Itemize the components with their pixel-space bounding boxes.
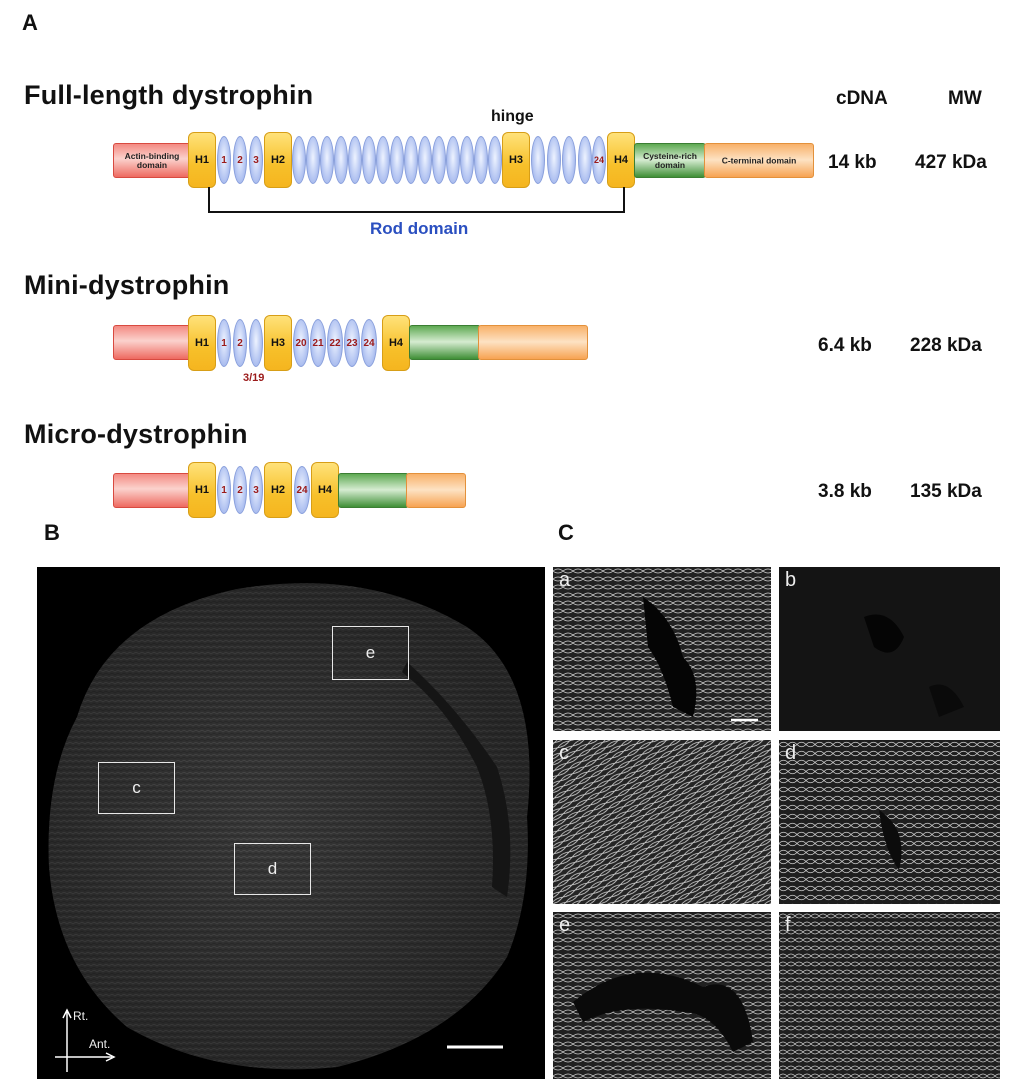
mini-repeat-23: 23 (344, 319, 360, 367)
mini-mw-value: 228 kDa (910, 335, 982, 356)
full-cdna-value: 14 kb (828, 152, 877, 173)
full-mw-value: 427 kDa (915, 152, 987, 173)
hinge-h4: H4 (607, 132, 635, 188)
micrograph-e-graphic (553, 912, 771, 1079)
micrograph-d: d (779, 740, 1000, 904)
mini-hinge-h4: H4 (382, 315, 410, 371)
micrograph-a-graphic (553, 567, 771, 731)
spectrin-repeat (531, 136, 545, 184)
micro-hinge-h4: H4 (311, 462, 339, 518)
spectrin-repeat (404, 136, 418, 184)
micro-c-terminal-domain (406, 473, 466, 508)
micro-hinge-h2: H2 (264, 462, 292, 518)
fused-repeat-label: 3/19 (243, 372, 265, 384)
spectrin-repeat (362, 136, 376, 184)
spectrin-repeat (418, 136, 432, 184)
full-length-title: Full-length dystrophin (24, 80, 314, 110)
spectrin-repeat-2: 2 (233, 136, 247, 184)
micrograph-f-graphic (779, 912, 1000, 1079)
axis-ant-label: Ant. (89, 1037, 111, 1051)
axis-rt-label: Rt. (73, 1009, 89, 1023)
micrograph-f: f (779, 912, 1000, 1079)
mini-hinge-h1: H1 (188, 315, 216, 371)
panel-b-label: B (44, 520, 60, 545)
mini-repeat-24: 24 (361, 319, 377, 367)
spectrin-repeat (334, 136, 348, 184)
spectrin-repeat (292, 136, 306, 184)
spectrin-repeat (376, 136, 390, 184)
mini-cdna-value: 6.4 kb (818, 335, 872, 356)
rod-domain-label: Rod domain (370, 219, 469, 238)
spectrin-repeat (562, 136, 576, 184)
actin-binding-domain: Actin-binding domain (113, 143, 191, 178)
spectrin-repeat (432, 136, 446, 184)
micrograph-b-label: b (785, 569, 797, 591)
spectrin-repeat (306, 136, 320, 184)
micro-actin-binding-domain (113, 473, 193, 508)
micro-repeat-2: 2 (233, 466, 247, 514)
micro-dystrophin-title: Micro-dystrophin (24, 419, 248, 449)
micrograph-a-label: a (559, 569, 571, 591)
micro-cdna-value: 3.8 kb (818, 481, 872, 502)
micro-mw-value: 135 kDa (910, 481, 982, 502)
hinge-h2: H2 (264, 132, 292, 188)
spectrin-repeat (474, 136, 488, 184)
panel-c-label: C (558, 520, 574, 545)
mini-repeat-22: 22 (327, 319, 343, 367)
spectrin-repeat-3: 3 (249, 136, 263, 184)
hinge-h3: H3 (502, 132, 530, 188)
micrograph-e-label: e (559, 914, 571, 936)
micro-repeat-3: 3 (249, 466, 263, 514)
micrograph-c-label: c (559, 742, 569, 764)
spectrin-repeat (460, 136, 474, 184)
mw-header: MW (948, 88, 982, 109)
micrograph-c-graphic (553, 740, 771, 904)
micro-cysteine-rich-domain (338, 473, 409, 508)
cysteine-rich-domain: Cysteine-rich domain (634, 143, 706, 178)
micro-hinge-h1: H1 (188, 462, 216, 518)
mini-repeat-2: 2 (233, 319, 247, 367)
spectrin-repeat (488, 136, 502, 184)
micrograph-b-graphic (864, 614, 964, 717)
spectrin-repeat (348, 136, 362, 184)
micrograph-e: e (553, 912, 771, 1079)
mini-hinge-h3: H3 (264, 315, 292, 371)
cdna-header: cDNA (836, 88, 888, 109)
roi-d[interactable]: d (234, 843, 311, 895)
spectrin-repeat-1: 1 (217, 136, 231, 184)
micrograph-b: b (779, 567, 1000, 731)
micrograph-a: a (553, 567, 771, 731)
c-terminal-domain: C-terminal domain (704, 143, 814, 178)
heart-section-image: Rt. Ant. c d e (37, 567, 545, 1079)
mini-actin-binding-domain (113, 325, 193, 360)
spectrin-repeat (446, 136, 460, 184)
mini-repeat-21: 21 (310, 319, 326, 367)
mini-repeat-20: 20 (293, 319, 309, 367)
roi-c[interactable]: c (98, 762, 175, 814)
mini-repeat-1: 1 (217, 319, 231, 367)
heart-section-graphic (48, 583, 530, 1072)
mini-c-terminal-domain (478, 325, 588, 360)
mini-cysteine-rich-domain (409, 325, 481, 360)
spectrin-repeat-24: 24 (592, 136, 606, 184)
panel-a-label: A (22, 10, 38, 35)
hinge-h1: H1 (188, 132, 216, 188)
micro-repeat-1: 1 (217, 466, 231, 514)
micrograph-c: c (553, 740, 771, 904)
rod-domain-bracket (208, 187, 625, 213)
spectrin-repeat (390, 136, 404, 184)
spectrin-repeat (320, 136, 334, 184)
micrograph-d-graphic (779, 740, 1000, 904)
roi-e[interactable]: e (332, 626, 409, 680)
mini-repeat-3-19 (249, 319, 263, 367)
spectrin-repeat (577, 136, 592, 184)
micrograph-d-label: d (785, 742, 797, 764)
spectrin-repeat (546, 136, 561, 184)
micrograph-f-label: f (785, 914, 791, 936)
micro-repeat-24: 24 (294, 466, 310, 514)
mini-dystrophin-title: Mini-dystrophin (24, 270, 230, 300)
hinge-label: hinge (491, 108, 534, 125)
